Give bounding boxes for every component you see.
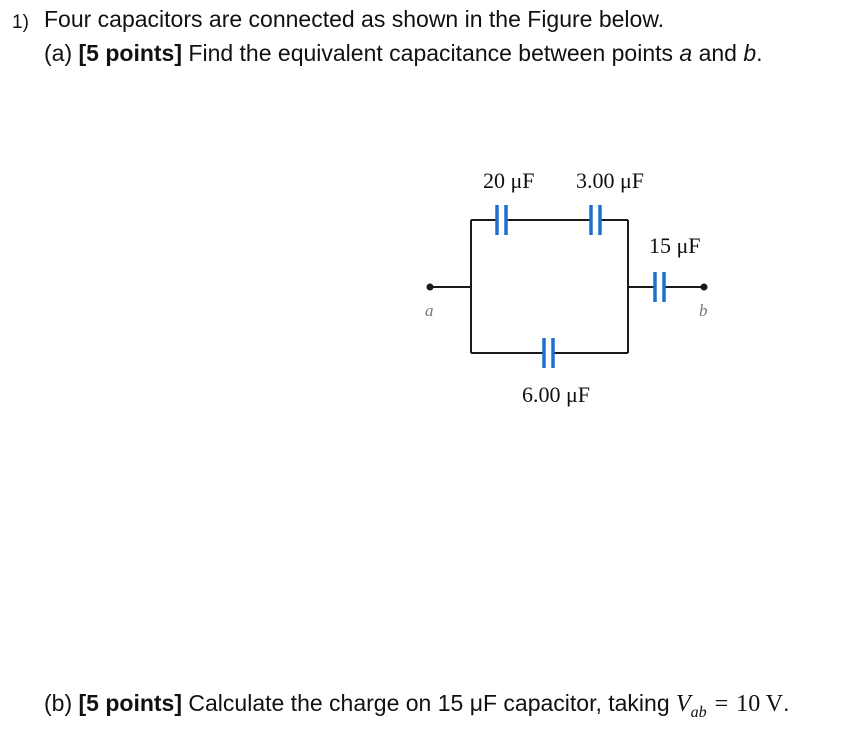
capacitor-15uF bbox=[653, 272, 666, 302]
terminal-a-dot bbox=[426, 283, 434, 291]
part-b-text: Calculate the charge on 15 μF capacitor,… bbox=[188, 690, 670, 716]
part-a-and: and bbox=[698, 40, 737, 66]
part-a-text: Find the equivalent capacitance between … bbox=[188, 40, 674, 66]
question-number: 1) bbox=[12, 12, 29, 33]
label-3uF: 3.00 μF bbox=[576, 168, 644, 193]
label-20uF: 20 μF bbox=[483, 168, 535, 193]
part-b-points: [5 points] bbox=[78, 690, 183, 716]
part-b-prompt: (b) [5 points] Calculate the charge on 1… bbox=[44, 690, 790, 722]
part-b-value: 10 V bbox=[736, 691, 784, 717]
label-point-a: a bbox=[425, 301, 434, 320]
part-b-var: V bbox=[676, 691, 691, 717]
part-b-period: . bbox=[783, 690, 790, 716]
label-point-b: b bbox=[699, 301, 708, 320]
part-a-period: . bbox=[756, 40, 763, 66]
part-a-point-b: b bbox=[743, 40, 757, 66]
part-b-voltage-expression: Vab = 10 V bbox=[676, 691, 784, 721]
terminal-b-dot bbox=[700, 283, 708, 291]
capacitor-3uF bbox=[589, 205, 602, 235]
part-a-points: [5 points] bbox=[78, 40, 183, 66]
label-6uF: 6.00 μF bbox=[522, 382, 590, 407]
part-a-prompt: (a) [5 points] Find the equivalent capac… bbox=[44, 40, 763, 67]
capacitor-6uF bbox=[542, 338, 555, 368]
label-15uF: 15 μF bbox=[649, 233, 701, 258]
capacitor-20uF bbox=[495, 205, 508, 235]
part-a-label: (a) bbox=[44, 40, 73, 66]
circuit-wires bbox=[430, 219, 704, 354]
part-b-sub: ab bbox=[690, 703, 707, 721]
part-b-label: (b) bbox=[44, 690, 73, 716]
question-intro: Four capacitors are connected as shown i… bbox=[44, 6, 665, 32]
part-b-equals: = bbox=[714, 691, 729, 717]
part-a-point-a: a bbox=[679, 40, 693, 66]
